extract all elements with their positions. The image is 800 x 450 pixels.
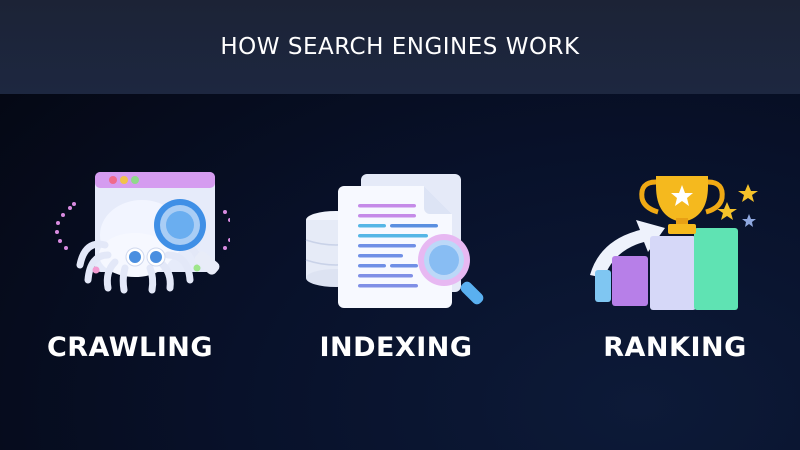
trophy-bar-chart-icon [590, 176, 758, 310]
documents-database-magnifier-icon [305, 174, 484, 308]
step-ranking: RANKING [555, 160, 795, 363]
page-title: HOW SEARCH ENGINES WORK [220, 34, 580, 60]
ranking-label: RANKING [603, 332, 747, 363]
crawling-label: CRAWLING [46, 332, 214, 363]
indexing-label: INDEXING [319, 332, 473, 363]
header-banner: HOW SEARCH ENGINES WORK [0, 0, 800, 94]
step-indexing: INDEXING [276, 160, 516, 363]
step-crawling: CRAWLING [10, 160, 250, 363]
spider-browser-magnifier-icon [55, 172, 230, 294]
